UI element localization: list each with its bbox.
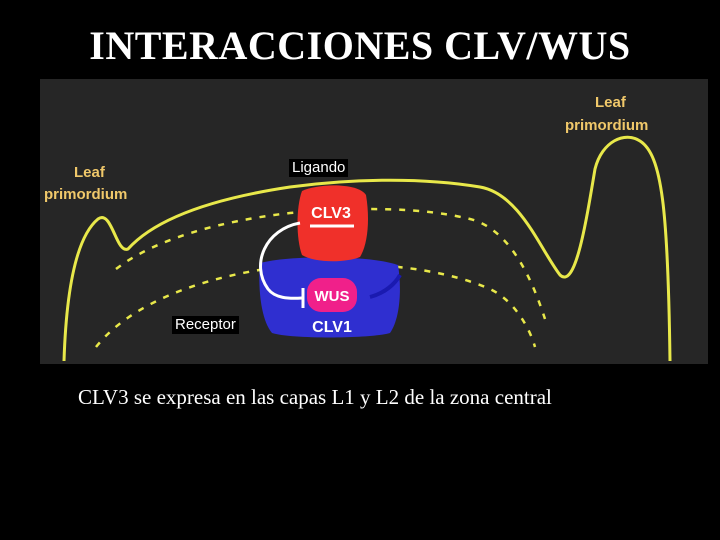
leaf-primordium-left-line2: primordium <box>44 186 127 203</box>
ligand-label: Ligando <box>289 159 348 177</box>
receptor-label: Receptor <box>172 316 239 334</box>
wus-label: WUS <box>315 288 350 305</box>
clv3-label: CLV3 <box>311 205 351 222</box>
leaf-primordium-left-line1: Leaf <box>74 164 106 181</box>
slide-title: INTERACCIONES CLV/WUS <box>0 22 720 69</box>
clv3-domain <box>298 185 369 261</box>
leaf-primordium-right-line1: Leaf <box>595 94 627 111</box>
leaf-primordium-right-line2: primordium <box>565 117 648 134</box>
slide-caption: CLV3 se expresa en las capas L1 y L2 de … <box>78 385 552 410</box>
meristem-diagram: CLV3 WUS CLV1 Leaf primordium Leaf primo… <box>40 79 708 364</box>
meristem-drawing: CLV3 WUS CLV1 Leaf primordium Leaf primo… <box>40 79 708 364</box>
clv1-label: CLV1 <box>312 319 352 336</box>
